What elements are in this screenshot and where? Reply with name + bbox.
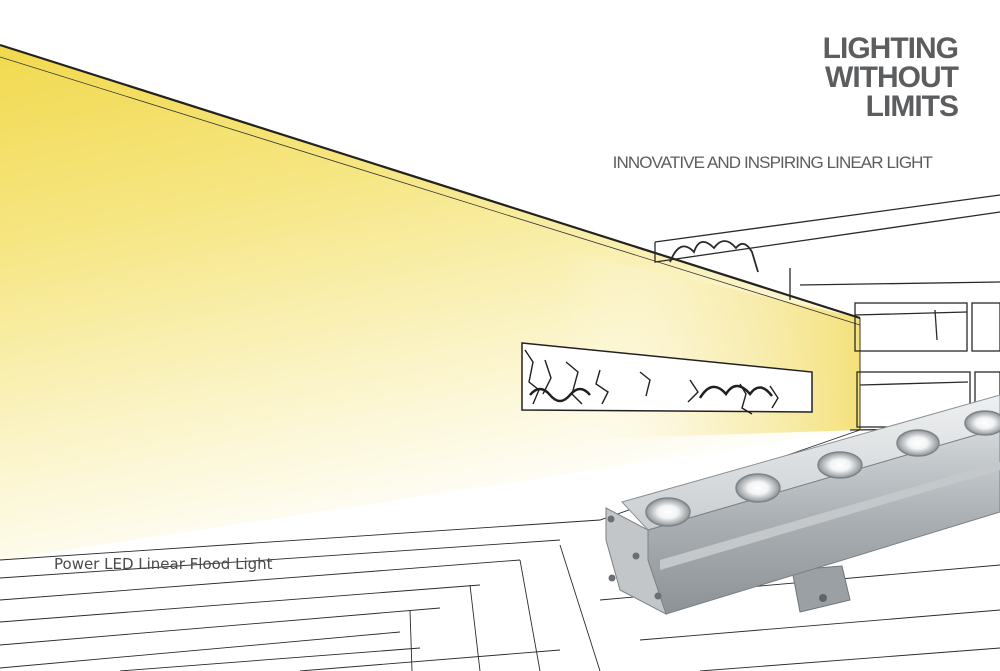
wall-window-sketch — [521, 342, 813, 415]
led-linear-flood-light — [605, 394, 1000, 616]
headline: LIGHTING WITHOUT LIMITS — [822, 32, 959, 123]
led-emitters — [645, 410, 1000, 527]
tagline: INNOVATIVE AND INSPIRING LINEAR LIGHT — [612, 153, 933, 172]
headline-line-1: LIGHTING — [822, 32, 959, 65]
headline-line-2: WITHOUT — [825, 61, 959, 94]
headline-line-3: LIMITS — [865, 90, 959, 123]
product-label: Power LED Linear Flood Light — [54, 555, 273, 573]
